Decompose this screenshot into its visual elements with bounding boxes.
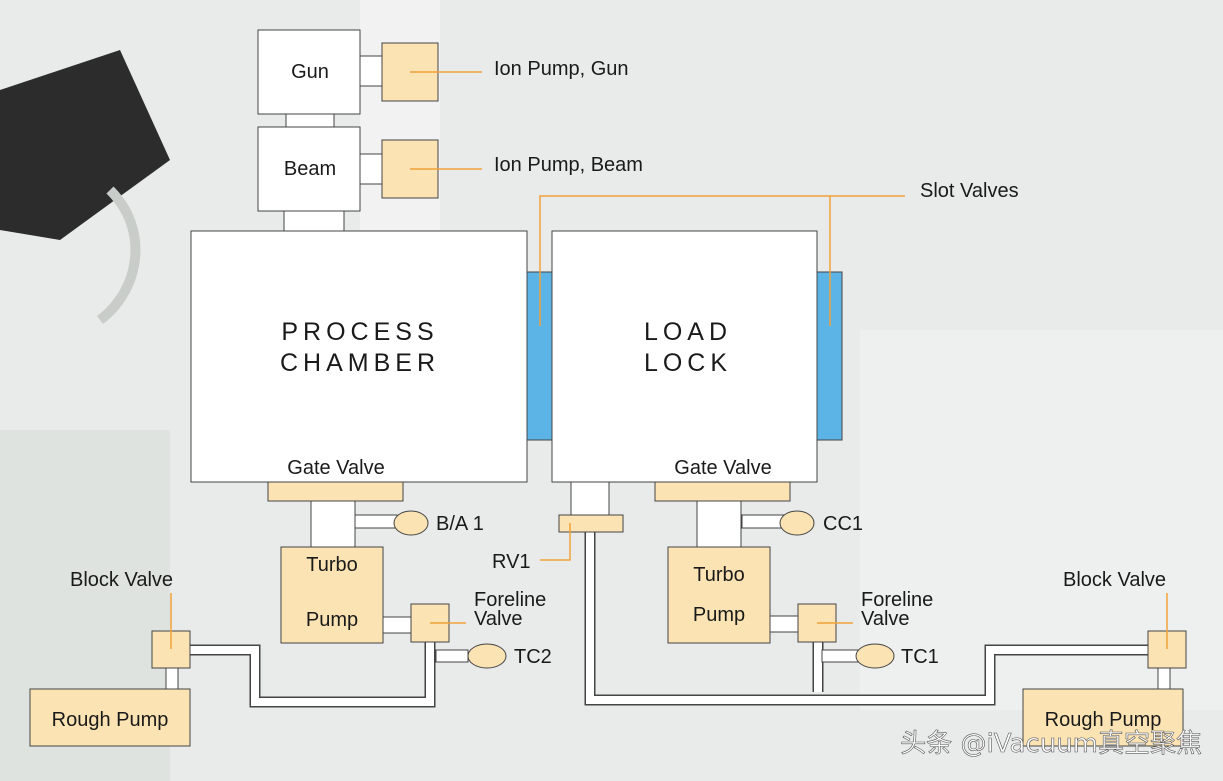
gate-valve-right (654, 481, 791, 502)
ion-pump-beam-label: Ion Pump, Beam (494, 154, 643, 176)
pump-right-label: Pump (693, 604, 745, 626)
turbo-pump-right (667, 546, 771, 644)
load-lock-label-2: LOCK (644, 349, 732, 377)
rough-pump-right-label: Rough Pump (1045, 709, 1162, 731)
rv1-leader (540, 523, 571, 561)
tc2-gauge (467, 643, 507, 669)
foreline-left-label-1: Foreline (474, 589, 546, 611)
watermark-text: 头条 @iVacuum真空聚焦 (900, 729, 1202, 759)
block-valve-left-label: Block Valve (70, 569, 173, 591)
rv1-label: RV1 (492, 551, 531, 573)
turbo-left-label: Turbo (306, 554, 358, 576)
load-lock-label-1: LOAD (644, 318, 732, 346)
foreline-right-label-2: Valve (861, 608, 910, 630)
gate-valve-left (267, 481, 404, 502)
slot-valves-label: Slot Valves (920, 180, 1019, 202)
gate-valve-left-label: Gate Valve (287, 457, 384, 479)
rough-pump-right (1022, 688, 1184, 747)
cc1-gauge (779, 510, 815, 536)
beam-label: Beam (284, 158, 336, 180)
load-lock (551, 230, 818, 483)
cc1-label: CC1 (823, 513, 863, 535)
tc2-label: TC2 (514, 646, 552, 668)
turbo-right-label: Turbo (693, 564, 745, 586)
process-chamber-label-2: CHAMBER (280, 349, 440, 377)
beam-box (257, 126, 361, 212)
tc1-gauge (855, 643, 895, 669)
camera-device-shape (0, 50, 170, 240)
rough-pump-left-label: Rough Pump (52, 709, 169, 731)
block-valve-right-label: Block Valve (1063, 569, 1166, 591)
gun-box (257, 29, 361, 115)
turbo-pump-left (280, 546, 384, 644)
foreline-right-label-1: Foreline (861, 589, 933, 611)
gate-valve-right-label: Gate Valve (674, 457, 771, 479)
tc1-label: TC1 (901, 646, 939, 668)
slot-valves-leader (539, 195, 831, 326)
ba1-label: B/A 1 (436, 513, 484, 535)
process-chamber (190, 230, 528, 483)
gun-label: Gun (291, 61, 329, 83)
pump-left-label: Pump (306, 609, 358, 631)
foreline-left-label-2: Valve (474, 608, 523, 630)
rv1-valve (558, 514, 624, 533)
rough-pump-left (29, 688, 191, 747)
ba1-gauge (393, 510, 429, 536)
process-chamber-label-1: PROCESS (281, 318, 438, 346)
ion-pump-gun-label: Ion Pump, Gun (494, 58, 629, 80)
